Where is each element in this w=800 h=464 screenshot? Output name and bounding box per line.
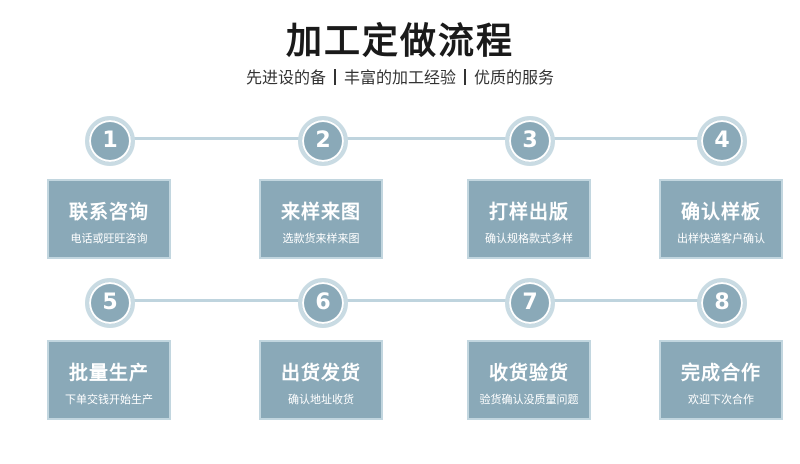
step-subtitle: 出样快递客户确认 bbox=[677, 232, 765, 245]
step-number-2: 2 bbox=[298, 116, 348, 166]
step-subtitle: 确认规格款式多样 bbox=[485, 232, 573, 245]
page-subtitle: 先进设的备丰富的加工经验优质的服务 bbox=[0, 64, 800, 88]
step-card-1: 联系咨询 电话或旺旺咨询 bbox=[47, 179, 171, 259]
subtitle-part: 丰富的加工经验 bbox=[343, 68, 456, 87]
subtitle-part: 优质的服务 bbox=[474, 68, 555, 87]
step-title: 来样来图 bbox=[280, 201, 361, 223]
step-subtitle: 电话或旺旺咨询 bbox=[70, 232, 148, 245]
step-subtitle: 欢迎下次合作 bbox=[688, 393, 754, 406]
subtitle-divider bbox=[464, 69, 466, 85]
subtitle-part: 先进设的备 bbox=[245, 68, 326, 87]
step-number-4: 4 bbox=[697, 116, 747, 166]
step-card-3: 打样出版 确认规格款式多样 bbox=[467, 179, 591, 259]
step-card-7: 收货验货 验货确认没质量问题 bbox=[467, 340, 591, 420]
step-title: 完成合作 bbox=[680, 362, 761, 384]
step-card-6: 出货发货 确认地址收货 bbox=[259, 340, 383, 420]
step-subtitle: 选款货来样来图 bbox=[282, 232, 360, 245]
step-number-5: 5 bbox=[85, 278, 135, 328]
step-title: 批量生产 bbox=[68, 362, 149, 384]
step-title: 出货发货 bbox=[280, 362, 361, 384]
step-connector bbox=[110, 137, 722, 140]
step-connector bbox=[110, 299, 722, 302]
step-title: 打样出版 bbox=[488, 201, 569, 223]
step-subtitle: 验货确认没质量问题 bbox=[479, 393, 579, 406]
step-number-6: 6 bbox=[298, 278, 348, 328]
step-card-4: 确认样板 出样快递客户确认 bbox=[659, 179, 783, 259]
step-number-3: 3 bbox=[505, 116, 555, 166]
step-card-5: 批量生产 下单交钱开始生产 bbox=[47, 340, 171, 420]
step-card-2: 来样来图 选款货来样来图 bbox=[259, 179, 383, 259]
step-title: 收货验货 bbox=[488, 362, 569, 384]
step-subtitle: 确认地址收货 bbox=[288, 393, 354, 406]
step-number-1: 1 bbox=[85, 116, 135, 166]
step-title: 确认样板 bbox=[680, 201, 761, 223]
page-title: 加工定做流程 bbox=[285, 21, 514, 62]
step-number-8: 8 bbox=[697, 278, 747, 328]
step-number-7: 7 bbox=[505, 278, 555, 328]
step-subtitle: 下单交钱开始生产 bbox=[65, 393, 153, 406]
subtitle-divider bbox=[333, 69, 336, 85]
step-title: 联系咨询 bbox=[68, 201, 149, 223]
step-card-8: 完成合作 欢迎下次合作 bbox=[659, 340, 783, 420]
